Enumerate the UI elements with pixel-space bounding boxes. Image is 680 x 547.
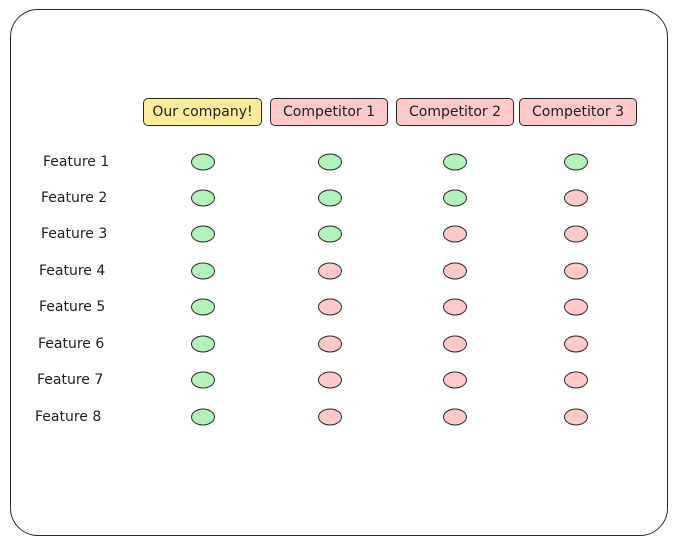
unsupported-indicator	[318, 371, 342, 389]
feature-label: Feature 1	[43, 154, 110, 170]
unsupported-indicator	[443, 225, 467, 243]
comparison-frame	[10, 9, 668, 536]
unsupported-indicator	[443, 371, 467, 389]
feature-label: Feature 8	[35, 409, 102, 425]
unsupported-indicator	[564, 225, 588, 243]
supported-indicator	[564, 153, 588, 171]
supported-indicator	[191, 262, 215, 280]
unsupported-indicator	[318, 335, 342, 353]
column-header-our-company: Our company!	[143, 98, 262, 126]
unsupported-indicator	[564, 298, 588, 316]
unsupported-indicator	[318, 298, 342, 316]
supported-indicator	[191, 225, 215, 243]
unsupported-indicator	[443, 298, 467, 316]
supported-indicator	[191, 189, 215, 207]
unsupported-indicator	[318, 408, 342, 426]
supported-indicator	[191, 298, 215, 316]
unsupported-indicator	[564, 262, 588, 280]
supported-indicator	[318, 189, 342, 207]
feature-label: Feature 5	[39, 299, 106, 315]
supported-indicator	[318, 153, 342, 171]
supported-indicator	[191, 153, 215, 171]
supported-indicator	[191, 335, 215, 353]
unsupported-indicator	[564, 408, 588, 426]
column-header-competitor-1: Competitor 1	[270, 98, 388, 126]
unsupported-indicator	[443, 335, 467, 353]
feature-label: Feature 3	[41, 226, 108, 242]
supported-indicator	[443, 153, 467, 171]
feature-label: Feature 7	[37, 372, 104, 388]
feature-label: Feature 6	[38, 336, 105, 352]
unsupported-indicator	[564, 189, 588, 207]
column-header-competitor-2: Competitor 2	[396, 98, 514, 126]
unsupported-indicator	[318, 262, 342, 280]
supported-indicator	[191, 371, 215, 389]
feature-label: Feature 2	[41, 190, 108, 206]
unsupported-indicator	[564, 371, 588, 389]
unsupported-indicator	[443, 262, 467, 280]
supported-indicator	[318, 225, 342, 243]
supported-indicator	[443, 189, 467, 207]
unsupported-indicator	[564, 335, 588, 353]
supported-indicator	[191, 408, 215, 426]
column-header-competitor-3: Competitor 3	[519, 98, 637, 126]
feature-label: Feature 4	[39, 263, 106, 279]
unsupported-indicator	[443, 408, 467, 426]
